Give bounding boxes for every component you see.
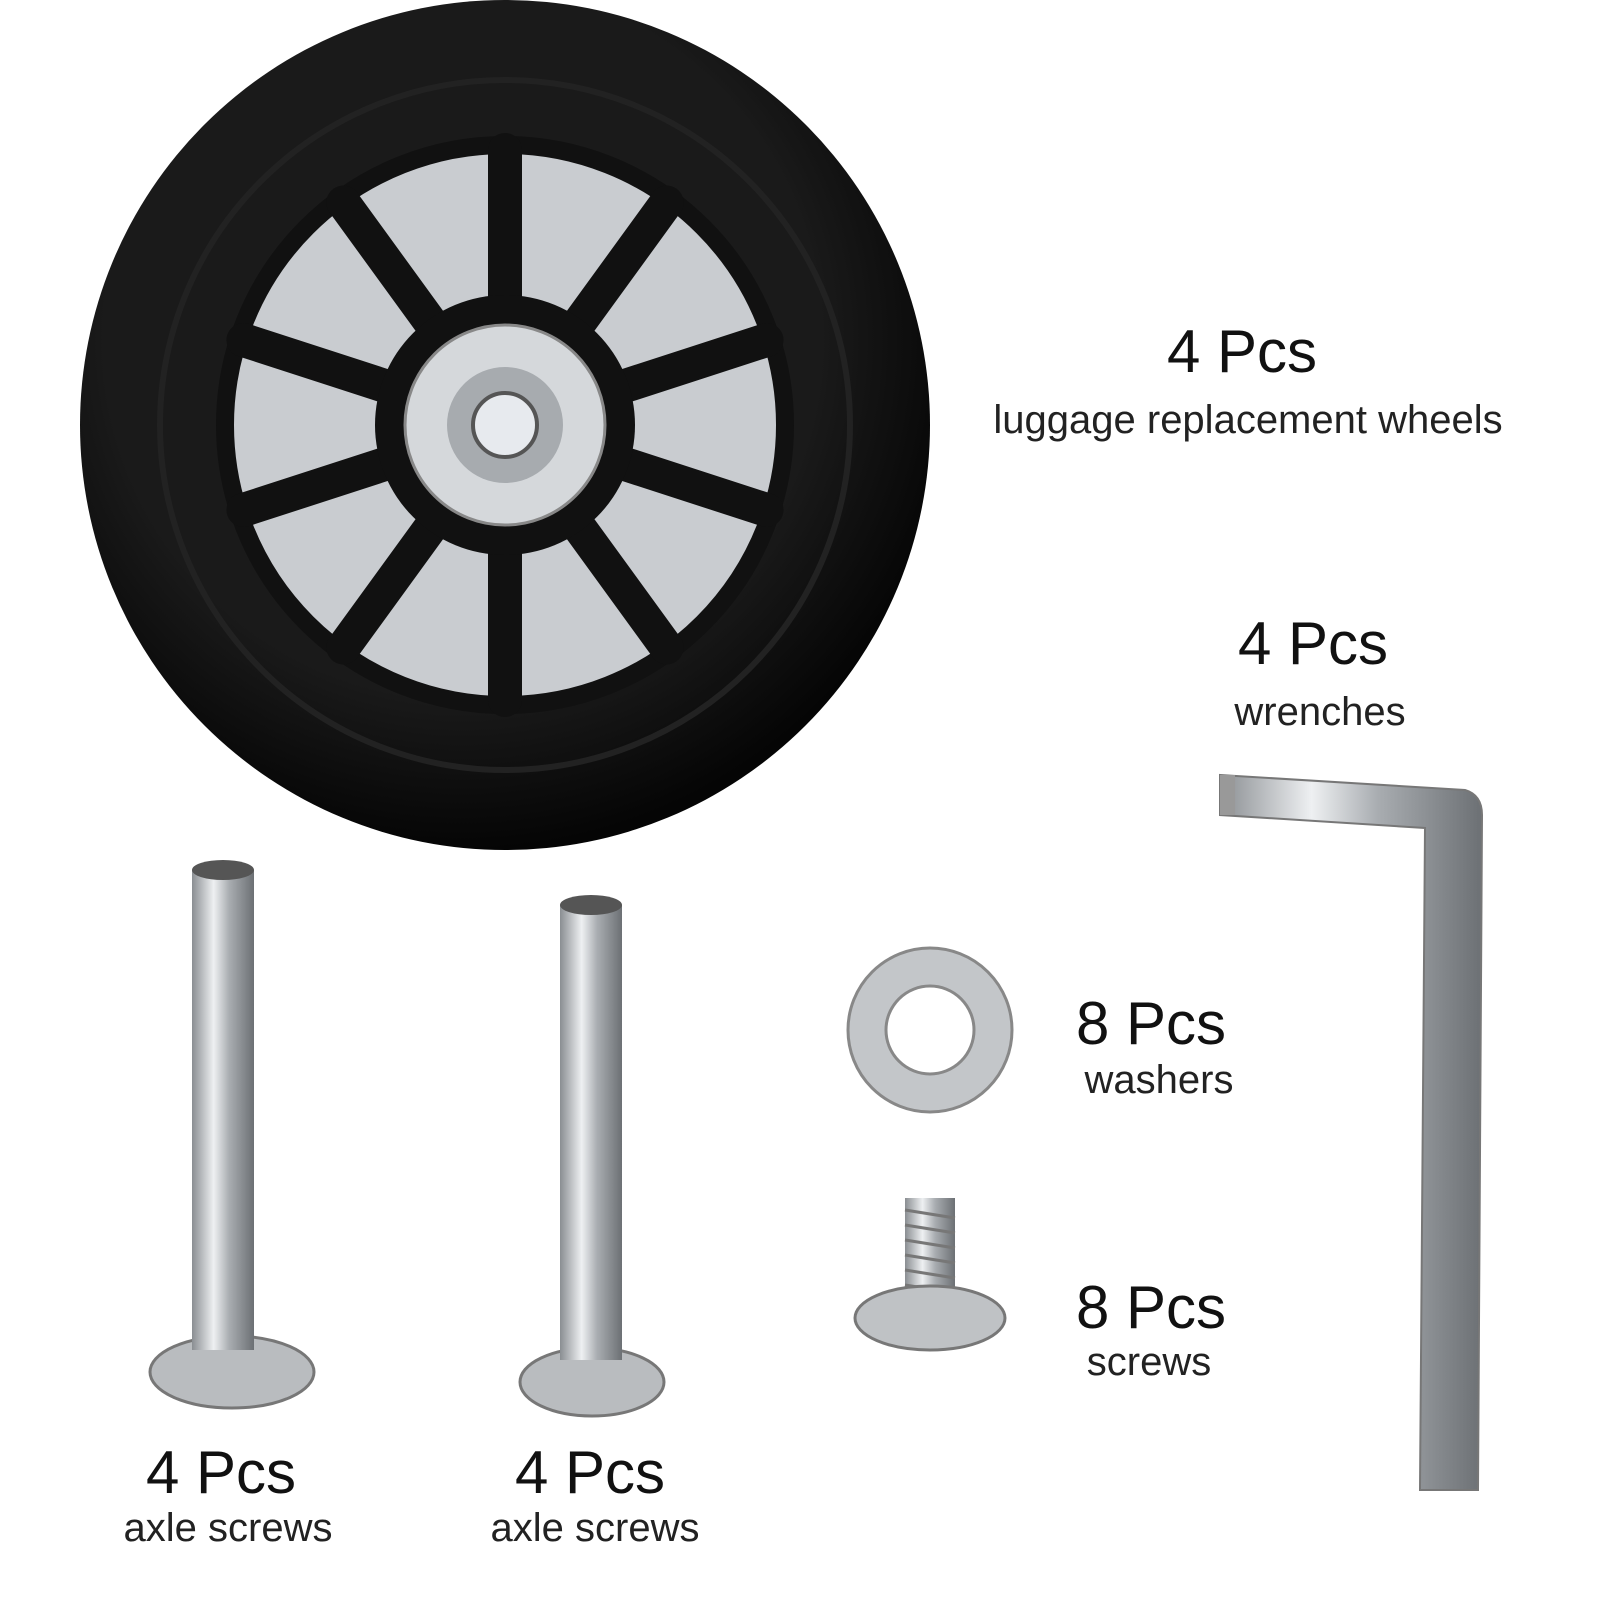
axle-screw-image-2 [518, 895, 666, 1418]
screw-image [853, 1198, 1007, 1352]
wheels-label: luggage replacement wheels [993, 398, 1503, 442]
axle-screws-1-label: axle screws [123, 1506, 333, 1550]
axle-screws-2-label: axle screws [490, 1506, 700, 1550]
axle-screw-image-1 [148, 860, 316, 1410]
wrenches-count: 4 Pcs [1237, 610, 1389, 677]
washer-image [846, 946, 1014, 1114]
wrenches-label: wrenches [1234, 690, 1406, 734]
wrench-image [1219, 773, 1484, 1491]
wheels-count: 4 Pcs [1166, 318, 1318, 385]
axle-screws-1-count: 4 Pcs [145, 1439, 297, 1506]
washers-label: washers [1084, 1058, 1234, 1102]
axle-screws-2-count: 4 Pcs [514, 1439, 666, 1506]
washers-count: 8 Pcs [1075, 990, 1227, 1057]
wheel-image [80, 0, 930, 850]
screws-label: screws [1086, 1340, 1212, 1384]
screws-count: 8 Pcs [1075, 1274, 1227, 1341]
